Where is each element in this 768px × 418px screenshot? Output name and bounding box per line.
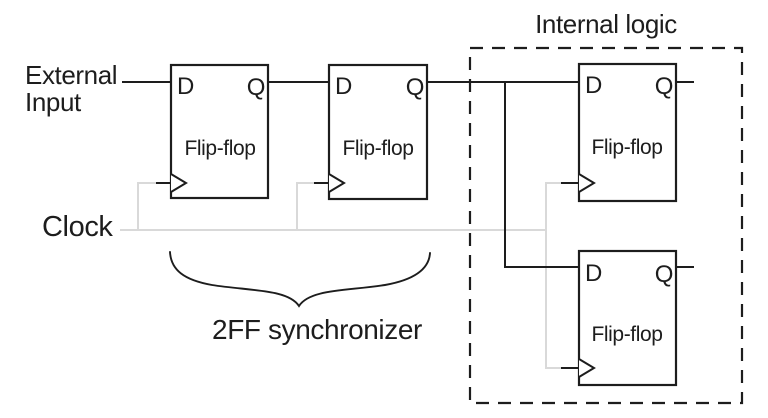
internal-logic-label: Internal logic bbox=[535, 9, 677, 39]
external-input-label-line2: Input bbox=[25, 87, 82, 117]
flipflop-box bbox=[327, 63, 429, 201]
flipflop-label: Flip-flop bbox=[591, 136, 662, 159]
flipflop-3: D Q Flip-flop bbox=[577, 62, 678, 203]
brace-curve bbox=[169, 251, 431, 308]
flipflop-4: D Q Flip-flop bbox=[577, 249, 678, 387]
q-output-label: Q bbox=[655, 261, 673, 288]
q-output-label: Q bbox=[406, 74, 424, 101]
clock-triangle-icon bbox=[328, 173, 346, 193]
d-input-label: D bbox=[335, 73, 352, 100]
flipflop-label: Flip-flop bbox=[342, 137, 413, 160]
clock-branch-ff3 bbox=[545, 182, 562, 231]
synchronizer-label: 2FF synchronizer bbox=[212, 314, 422, 345]
q-output-label: Q bbox=[247, 74, 265, 101]
flipflop-box bbox=[169, 63, 270, 200]
flipflop-2: D Q Flip-flop bbox=[327, 63, 429, 201]
internal-logic-dashed-box bbox=[468, 46, 744, 405]
clock-label: Clock bbox=[42, 211, 113, 243]
flipflop-label: Flip-flop bbox=[184, 137, 255, 160]
d-input-label: D bbox=[177, 73, 194, 100]
d-input-label: D bbox=[585, 260, 602, 287]
synchronizer-brace bbox=[169, 251, 431, 308]
clock-triangle-icon bbox=[578, 173, 596, 193]
external-input-label-line1: External bbox=[25, 60, 117, 90]
clock-triangle-icon bbox=[578, 358, 596, 378]
flipflop-label: Flip-flop bbox=[591, 323, 662, 346]
q-output-label: Q bbox=[655, 73, 673, 100]
data-wires bbox=[122, 81, 694, 369]
clock-branch-ff4 bbox=[545, 230, 562, 369]
branch-to-d4-wire bbox=[504, 82, 579, 268]
flipflop-box bbox=[577, 62, 678, 203]
clock-net bbox=[120, 182, 562, 369]
flipflop-1: D Q Flip-flop bbox=[169, 63, 270, 200]
diagram-labels: External Input Clock Internal logic 2FF … bbox=[25, 9, 678, 345]
flipflop-box bbox=[577, 249, 678, 387]
flipflops: D Q Flip-flop D Q Flip-flop D Q Flip-flo… bbox=[169, 62, 678, 387]
clock-branch-ff1 bbox=[137, 182, 157, 231]
clock-triangle-icon bbox=[170, 173, 188, 193]
d-input-label: D bbox=[585, 72, 602, 99]
clock-branch-ff2 bbox=[296, 182, 315, 231]
internal-logic-boundary bbox=[468, 46, 744, 405]
